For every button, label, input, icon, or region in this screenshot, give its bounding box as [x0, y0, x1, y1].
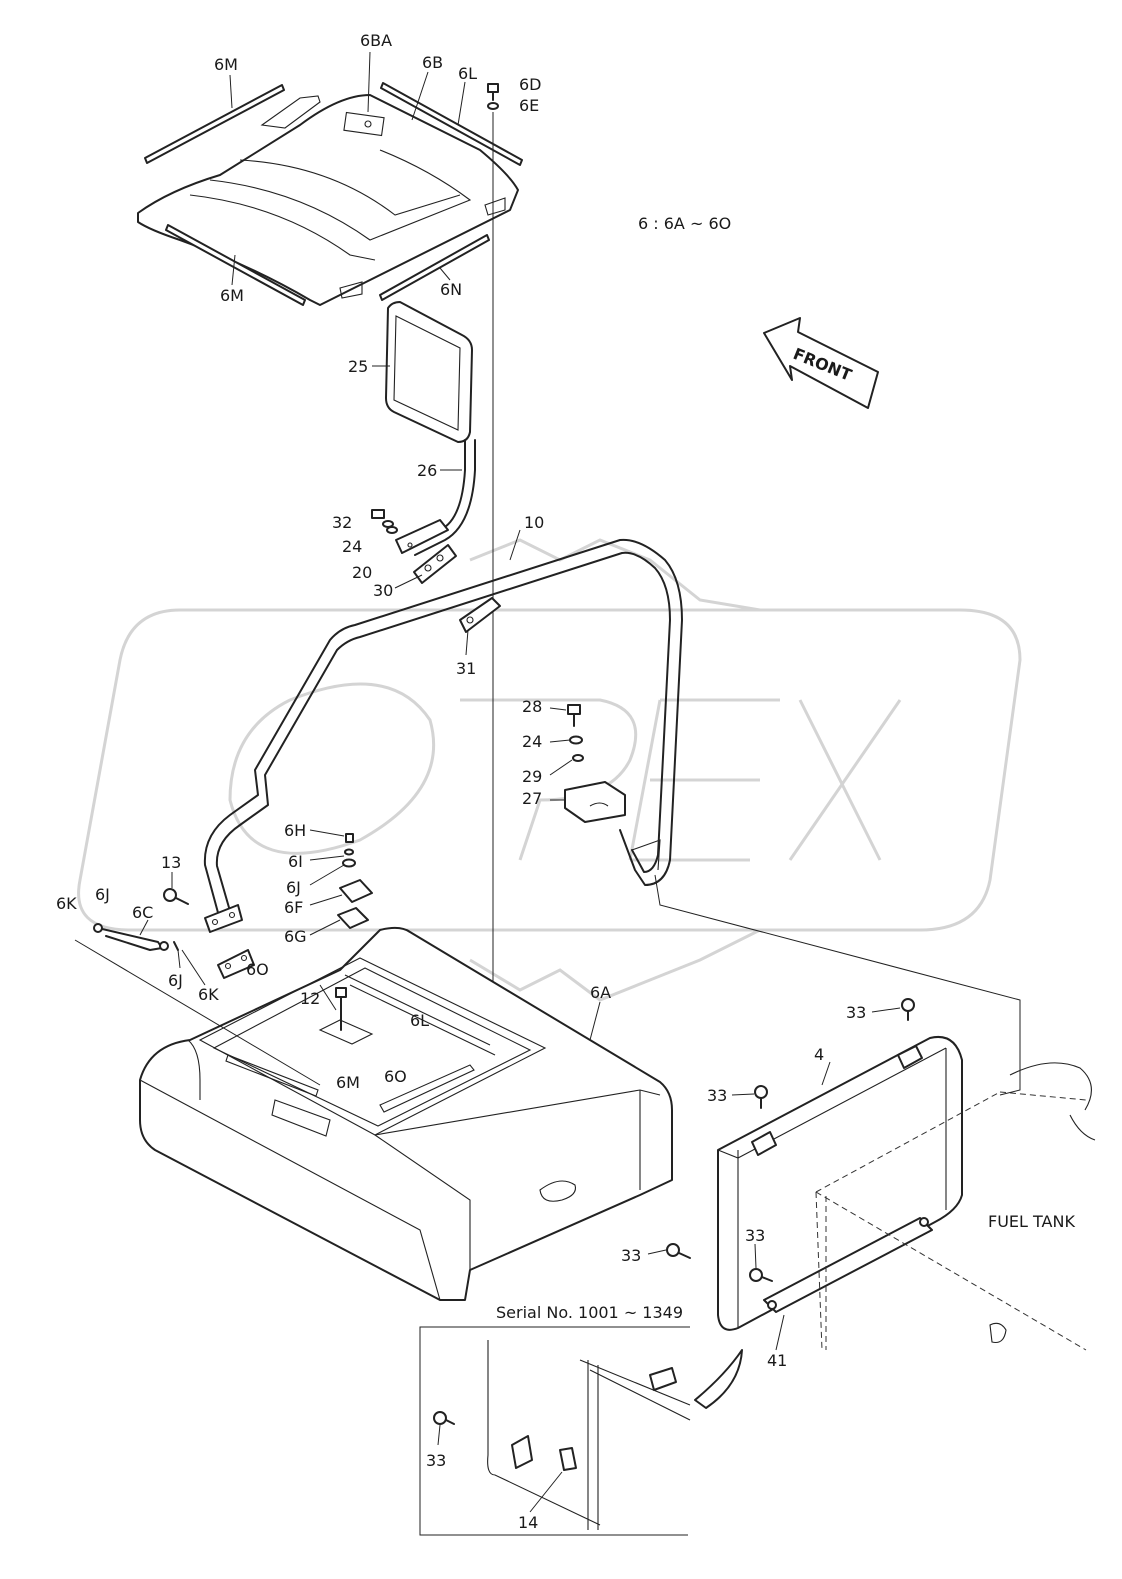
seat-box-6A [139, 926, 673, 1301]
callout-6L-mid: 6L [410, 1011, 429, 1030]
watermark-logo [77, 538, 1022, 1002]
callout-33-a: 33 [846, 1003, 866, 1022]
fuel-tank-label: FUEL TANK [988, 1212, 1075, 1231]
callout-33-b: 33 [707, 1086, 727, 1105]
callout-29: 29 [522, 767, 542, 786]
guard-rail-10 [203, 538, 683, 933]
callout-6H: 6H [284, 821, 306, 840]
fuel-tank-outline [815, 1062, 1096, 1351]
callout-41: 41 [767, 1351, 787, 1370]
callout-6K-b: 6K [198, 985, 219, 1004]
callout-6F: 6F [284, 898, 303, 917]
callout-6G: 6G [284, 927, 307, 946]
callout-6O-a: 6O [246, 960, 269, 979]
callout-24-b: 24 [522, 732, 542, 751]
roof-panel [137, 94, 519, 306]
clamp-blocks [413, 544, 501, 633]
inset-panel [419, 1326, 743, 1536]
callout-6J-b: 6J [95, 885, 110, 904]
front-arrow [763, 317, 879, 409]
callout-20: 20 [352, 563, 372, 582]
callout-leaders [74, 51, 901, 1513]
legend-note: 6 : 6A ~ 6O [638, 214, 731, 233]
callout-33-e: 33 [426, 1451, 446, 1470]
callout-26: 26 [417, 461, 437, 480]
callout-13: 13 [161, 853, 181, 872]
callout-6M-bot: 6M [336, 1073, 360, 1092]
bracket-27 [564, 704, 626, 823]
callout-10: 10 [524, 513, 544, 532]
latch-assembly [93, 888, 255, 979]
callout-12: 12 [300, 989, 320, 1008]
callout-31: 31 [456, 659, 476, 678]
roof-strips [144, 82, 523, 306]
callout-6N: 6N [440, 280, 462, 299]
callout-6M-top: 6M [214, 55, 238, 74]
callout-6I: 6I [288, 852, 303, 871]
callout-6L-top: 6L [458, 64, 477, 83]
callout-6A: 6A [590, 983, 611, 1002]
fuel-tank-leader [654, 874, 1021, 1096]
callout-14: 14 [518, 1513, 538, 1532]
bolts-33 [666, 998, 915, 1282]
callout-6C: 6C [132, 903, 153, 922]
callout-6B: 6B [422, 53, 443, 72]
bolt-12 [335, 987, 347, 998]
callout-30: 30 [373, 581, 393, 600]
callout-24-a: 24 [342, 537, 362, 556]
callout-25: 25 [348, 357, 368, 376]
inset-title: Serial No. 1001 ~ 1349 [496, 1303, 683, 1322]
callout-6O-b: 6O [384, 1067, 407, 1086]
callout-6J-c: 6J [168, 971, 183, 990]
callout-4: 4 [814, 1045, 824, 1064]
fuel-tank-cover-4 [717, 1036, 963, 1331]
callout-6D: 6D [519, 75, 542, 94]
mirror-assembly [371, 301, 476, 556]
callout-6E: 6E [519, 96, 539, 115]
small-hardware-6H-6G [337, 833, 373, 929]
callout-32: 32 [332, 513, 352, 532]
callout-33-d: 33 [745, 1226, 765, 1245]
bracket-41 [763, 1217, 933, 1313]
callout-33-c: 33 [621, 1246, 641, 1265]
callout-6M-left: 6M [220, 286, 244, 305]
callout-6BA: 6BA [360, 31, 392, 50]
callout-27: 27 [522, 789, 542, 808]
callout-28: 28 [522, 697, 542, 716]
callout-6J-a: 6J [286, 878, 301, 897]
callout-6K-a: 6K [56, 894, 77, 913]
bolt-6D [487, 83, 499, 110]
